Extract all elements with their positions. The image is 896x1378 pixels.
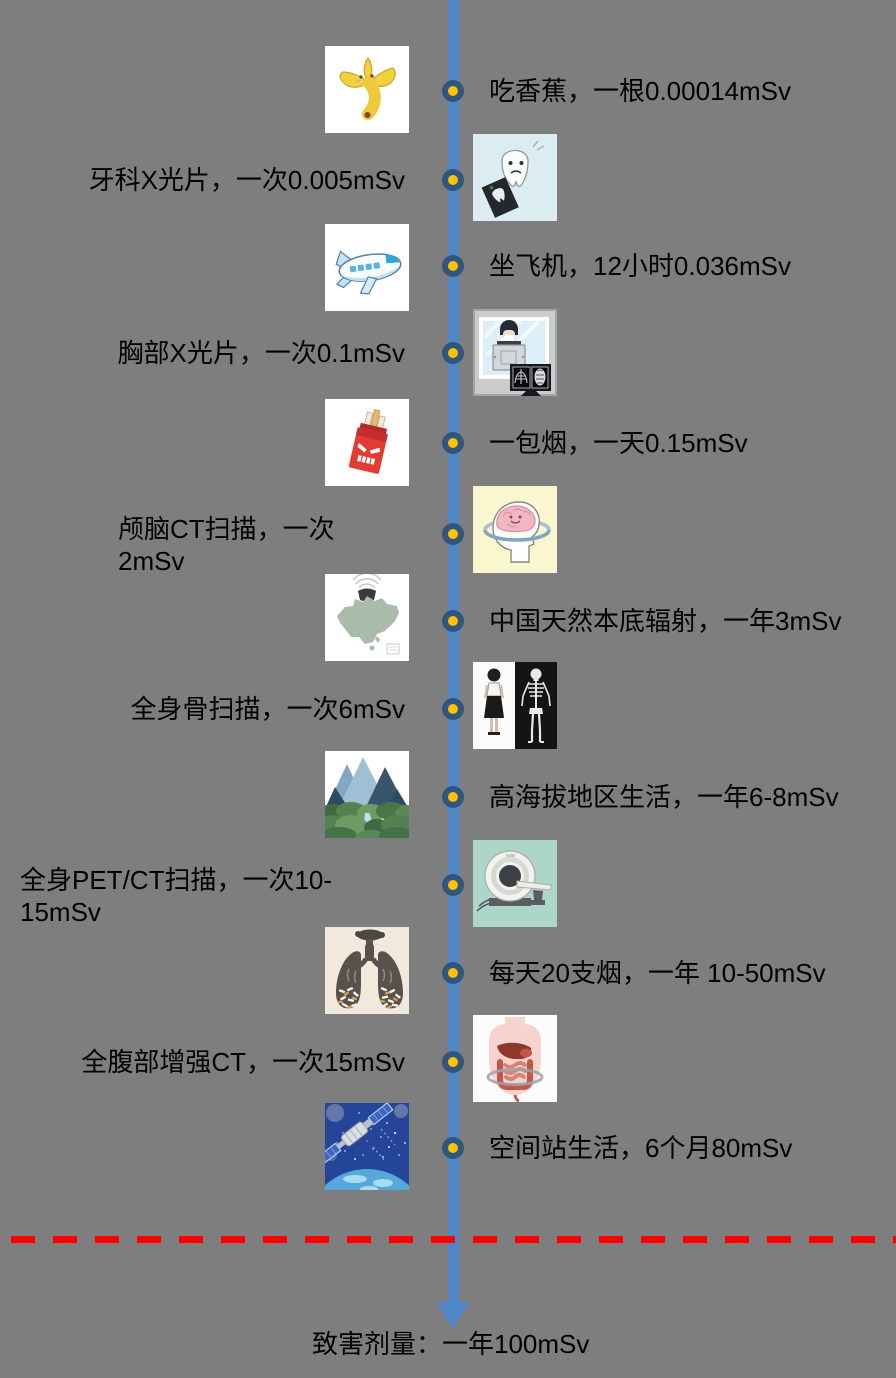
abdomen-ct-image [473,1015,557,1102]
harm-dose-label: 致害剂量：一年100mSv [312,1329,590,1359]
chest-xray-room-icon [473,309,557,396]
item-label-daily-smoking: 每天20支烟，一年 10-50mSv [489,958,826,988]
dental-xray-icon [473,134,557,221]
mountains-image [325,751,409,838]
airplane-icon [325,224,409,311]
timeline-node [442,698,464,720]
timeline-node [442,80,464,102]
node-core [448,616,458,626]
node-core [448,175,458,185]
timeline-node [442,255,464,277]
down-arrow-icon [436,1302,470,1329]
item-label-banana: 吃香蕉，一根0.00014mSv [489,76,791,106]
timeline-node [442,169,464,191]
node-core [448,968,458,978]
china-map-image [325,574,409,661]
airplane-image [325,224,409,311]
head-ct-icon [473,486,557,573]
item-label-head-ct: 颅脑CT扫描，一次 2mSv [118,514,335,576]
node-core [448,1057,458,1067]
item-label-cigarette: 一包烟，一天0.15mSv [489,428,748,458]
bone-scan-image [473,662,557,749]
smoking-lungs-image [325,927,409,1014]
abdomen-ct-icon [473,1015,557,1102]
timeline-node [442,1137,464,1159]
timeline-line [448,0,459,1302]
timeline-node [442,523,464,545]
banana-image [325,46,409,133]
head-ct-image [473,486,557,573]
node-core [448,348,458,358]
node-core [448,529,458,539]
space-station-image [325,1103,409,1190]
item-label-chest-xray: 胸部X光片，一次0.1mSv [117,338,406,368]
timeline-node [442,342,464,364]
node-core [448,880,458,890]
item-label-space-station: 空间站生活，6个月80mSv [489,1133,793,1163]
item-label-background-radiation: 中国天然本底辐射，一年3mSv [489,606,842,636]
item-label-bone-scan: 全身骨扫描，一次6mSv [130,694,405,724]
timeline-node [442,962,464,984]
node-core [448,792,458,802]
chest-xray-room-image [473,309,557,396]
node-core [448,438,458,448]
cigarette-pack-image [325,399,409,486]
timeline-node [442,786,464,808]
threshold-line [0,1236,896,1243]
dental-xray-image [473,134,557,221]
cigarette-pack-icon [325,399,409,486]
item-label-high-altitude: 高海拔地区生活，一年6-8mSv [489,782,839,812]
item-label-dental: 牙科X光片，一次0.005mSv [88,165,405,195]
pet-ct-scanner-icon [473,840,557,927]
node-core [448,86,458,96]
timeline-node [442,610,464,632]
smoking-lungs-icon [325,927,409,1014]
timeline-node [442,432,464,454]
node-core [448,261,458,271]
mountains-icon [325,751,409,838]
node-core [448,704,458,714]
item-label-abdomen-ct: 全腹部增强CT，一次15mSv [81,1047,405,1077]
banana-icon [325,46,409,133]
space-station-icon [325,1103,409,1190]
item-label-airplane: 坐飞机，12小时0.036mSv [489,251,791,281]
timeline-node [442,874,464,896]
timeline-node [442,1051,464,1073]
item-label-pet-ct: 全身PET/CT扫描，一次10- 15mSv [20,865,333,927]
china-map-icon [325,574,409,661]
node-core [448,1143,458,1153]
pet-ct-scanner-image [473,840,557,927]
bone-scan-icon [473,662,557,749]
